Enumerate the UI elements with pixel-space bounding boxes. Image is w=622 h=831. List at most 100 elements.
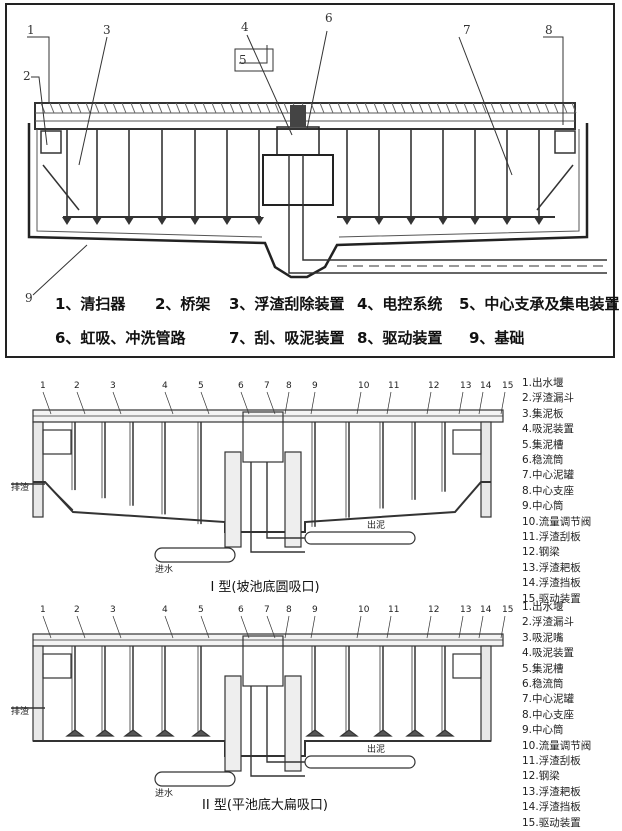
fig1-legend-item: 11.浮渣刮板 (522, 531, 581, 544)
fig2-legend-item: 2.浮渣漏斗 (522, 616, 575, 629)
top-callout-8: 8 (545, 23, 553, 37)
fig2-legend-item: 12.钢梁 (522, 770, 560, 783)
callout-number: 13 (460, 605, 471, 615)
fig1-legend-item: 4.吸泥装置 (522, 423, 575, 436)
fig1-legend-item: 10.流量调节阀 (522, 515, 592, 528)
clarifier-drawing-top (27, 30, 607, 296)
caption-electric-control: 4、电控系统 (357, 295, 443, 313)
caption-drive: 8、驱动装置 (357, 329, 443, 347)
callout-number: 14 (480, 381, 492, 391)
fig2-legend-item: 3.吸泥嘴 (522, 631, 564, 644)
callout-number: 10 (358, 605, 370, 615)
fig1-legend-item: 14.浮渣挡板 (522, 577, 581, 590)
fig2-legend-item: 13.浮渣耙板 (522, 785, 581, 798)
top-figure-panel: 1 2 3 4 5 6 7 8 9 1、清扫器 2、桥架 3、浮渣刮除装置 4、… (5, 3, 619, 358)
callout-number: 6 (238, 381, 244, 391)
fig1-legend-item: 15.驱动装置 (522, 592, 581, 605)
callout-number: 2 (74, 605, 80, 615)
drain-label: 排渣 (11, 705, 29, 717)
callout-number: 3 (110, 381, 116, 391)
callout-number: 2 (74, 381, 80, 391)
fig1-legend-item: 9.中心筒 (522, 500, 564, 513)
inlet-label: 进水 (155, 563, 173, 575)
callout-number: 10 (358, 381, 370, 391)
fig2-legend-item: 9.中心筒 (522, 724, 564, 737)
fig2-legend-item: 5.集泥槽 (522, 662, 564, 675)
fig1-legend-item: 7.中心泥罐 (522, 469, 575, 482)
fig1-legend-item: 13.浮渣耙板 (522, 561, 581, 574)
top-callout-3: 3 (103, 23, 111, 37)
caption-cleaner: 1、清扫器 (55, 295, 126, 313)
callout-number: 11 (388, 381, 399, 391)
callout-number: 14 (480, 605, 492, 615)
outlet-label: 出泥 (367, 743, 385, 755)
top-callout-4: 4 (241, 20, 249, 34)
callout-number: 5 (198, 605, 204, 615)
fig1-legend-item: 3.集泥板 (522, 407, 564, 420)
drive-box-left (40, 130, 62, 154)
tank-outline (27, 123, 589, 279)
fig2-legend-item: 4.吸泥装置 (522, 647, 575, 660)
top-callout-2: 2 (23, 69, 31, 83)
callout-number: 5 (198, 381, 204, 391)
callout-number: 1 (40, 605, 46, 615)
caption-foundation: 9、基础 (469, 329, 525, 347)
fig1-legend-item: 8.中心支座 (522, 484, 575, 497)
caption-center-support: 5、中心支承及集电装置 (459, 295, 620, 313)
fig1-legend-item: 12.钢梁 (522, 546, 560, 559)
caption-scum-remover: 3、浮渣刮除装置 (229, 295, 345, 313)
callout-number: 9 (312, 381, 318, 391)
callout-number: 7 (264, 605, 270, 615)
fig1-legend-item: 6.稳流筒 (522, 454, 564, 467)
callout-number: 15 (502, 381, 513, 391)
callout-number: 8 (286, 605, 292, 615)
top-callout-1: 1 (27, 23, 35, 37)
suction-pipes (62, 129, 555, 225)
inlet-label: 进水 (155, 787, 173, 799)
caption-scraper: 7、刮、吸泥装置 (229, 329, 345, 347)
fig2-legend-item: 14.浮渣挡板 (522, 801, 581, 814)
fig2-legend-item: 7.中心泥罐 (522, 693, 575, 706)
fig2-legend-item: 1.出水堰 (522, 601, 564, 613)
fig2-legend-item: 6.稳流筒 (522, 678, 564, 691)
callout-number: 15 (502, 605, 513, 615)
callout-number: 4 (162, 381, 168, 391)
fig1-legend-item: 5.集泥槽 (522, 438, 564, 451)
callout-number: 13 (460, 381, 471, 391)
callout-number: 9 (312, 605, 318, 615)
fig2-caption: II 型(平池底大扁吸口) (202, 798, 328, 813)
callout-number: 7 (264, 381, 270, 391)
fig1-legend: 1.出水堰 2.浮渣漏斗 3.集泥板 4.吸泥装置 5.集泥槽 6.稳流筒 7.… (522, 376, 622, 607)
outlet-label: 出泥 (367, 519, 385, 531)
callout-number: 4 (162, 605, 168, 615)
callout-number: 8 (286, 381, 292, 391)
top-callout-9: 9 (25, 291, 33, 305)
bridge-truss (34, 102, 576, 130)
caption-siphon-pipe: 6、虹吸、冲洗管路 (55, 329, 186, 347)
fig1-legend-item: 2.浮渣漏斗 (522, 392, 575, 405)
top-callout-7: 7 (463, 23, 471, 37)
fig2-legend-item: 11.浮渣刮板 (522, 755, 581, 768)
caption-bridge: 2、桥架 (155, 295, 211, 313)
callout-number: 1 (40, 381, 46, 391)
callout-number: 12 (428, 605, 439, 615)
drive-box-right (554, 130, 576, 154)
callout-number: 12 (428, 381, 439, 391)
drain-label: 排渣 (11, 481, 29, 493)
fig2-legend-item: 10.流量调节阀 (522, 739, 592, 752)
callout-number: 11 (388, 605, 399, 615)
fig1-caption: I 型(坡池底圆吸口) (210, 580, 320, 595)
fig2-legend-item: 15.驱动装置 (522, 816, 581, 829)
fig1-legend-item: 1.出水堰 (522, 377, 564, 389)
fig2-legend-item: 8.中心支座 (522, 708, 575, 721)
top-callout-5: 5 (239, 53, 247, 67)
fig2-legend: 1.出水堰 2.浮渣漏斗 3.吸泥嘴 4.吸泥装置 5.集泥槽 6.稳流筒 7.… (522, 600, 622, 831)
top-callout-6: 6 (325, 11, 333, 25)
callout-number: 6 (238, 605, 244, 615)
callout-number: 3 (110, 605, 116, 615)
center-column (262, 154, 334, 206)
